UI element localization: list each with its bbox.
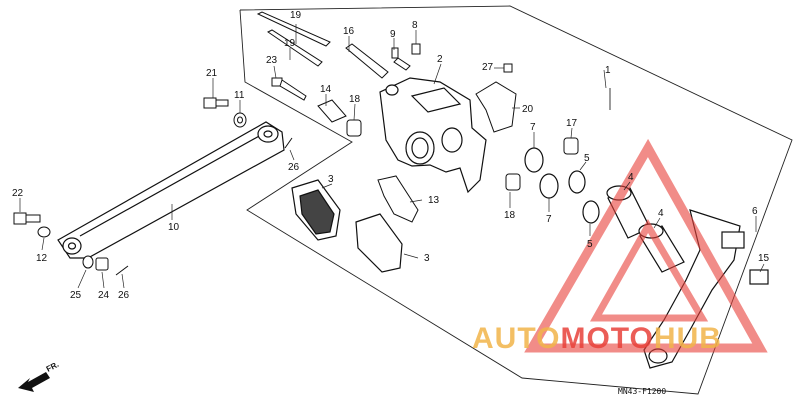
- watermark-text: AUTOMOTOHUB: [472, 322, 722, 355]
- watermark-middle: MOTO: [560, 322, 653, 355]
- pad-spring: [377, 175, 419, 223]
- watermark-prefix: AUTO: [472, 322, 560, 355]
- part-label-22: 22: [12, 188, 24, 199]
- part-label-8: 8: [412, 20, 418, 31]
- retainer-parts: [475, 63, 517, 133]
- brake-pads: [291, 179, 403, 273]
- part-number-labels: 1 2 3 3 4 4 5 5 6 7 7 8 9 10 11 12 13 14…: [12, 10, 770, 301]
- part-label-10: 10: [168, 222, 180, 233]
- part-label-16: 16: [343, 26, 355, 37]
- direction-label: FR.: [45, 360, 61, 374]
- caliper-body-part: [379, 77, 487, 194]
- part-label-14: 14: [320, 84, 332, 95]
- caliper-pins: [256, 11, 389, 123]
- leader-lines: [19, 24, 765, 289]
- part-label-23: 23: [266, 55, 278, 66]
- part-label-12: 12: [36, 253, 48, 264]
- part-label-18b: 18: [504, 210, 516, 221]
- part-label-20: 20: [522, 104, 534, 115]
- part-label-2: 2: [437, 54, 443, 65]
- part-label-5: 5: [584, 153, 590, 164]
- part-label-3: 3: [328, 174, 334, 185]
- collars: [346, 119, 579, 191]
- part-label-19b: 19: [284, 38, 296, 49]
- part-label-7: 7: [530, 122, 536, 133]
- watermark-suffix: HUB: [654, 322, 722, 355]
- part-label-21: 21: [206, 68, 218, 79]
- part-label-4b: 4: [658, 208, 664, 219]
- part-label-18: 18: [349, 94, 361, 105]
- watermark-triangle: [524, 138, 768, 353]
- part-label-25: 25: [70, 290, 82, 301]
- part-label-7b: 7: [546, 214, 552, 225]
- part-label-26: 26: [118, 290, 130, 301]
- part-label-3b: 3: [424, 253, 430, 264]
- part-label-11: 11: [234, 90, 245, 101]
- front-direction-arrow: FR.: [18, 360, 60, 392]
- part-label-27: 27: [482, 62, 494, 73]
- part-label-13: 13: [428, 195, 440, 206]
- part-label-1: 1: [605, 65, 611, 76]
- part-label-5b: 5: [587, 239, 593, 250]
- part-label-15: 15: [758, 253, 770, 264]
- bleeder-parts: [391, 43, 421, 71]
- part-label-26b: 26: [288, 162, 300, 173]
- part-label-19: 19: [290, 10, 302, 21]
- part-label-17: 17: [566, 118, 578, 129]
- part-label-24: 24: [98, 290, 110, 301]
- assembly-outline: [239, 5, 793, 395]
- part-label-9: 9: [390, 29, 396, 40]
- part-label-4: 4: [628, 172, 634, 183]
- stay-arm-part: [57, 121, 285, 259]
- diagram-code: MN43-F1200: [618, 387, 666, 396]
- part-label-6: 6: [752, 206, 758, 217]
